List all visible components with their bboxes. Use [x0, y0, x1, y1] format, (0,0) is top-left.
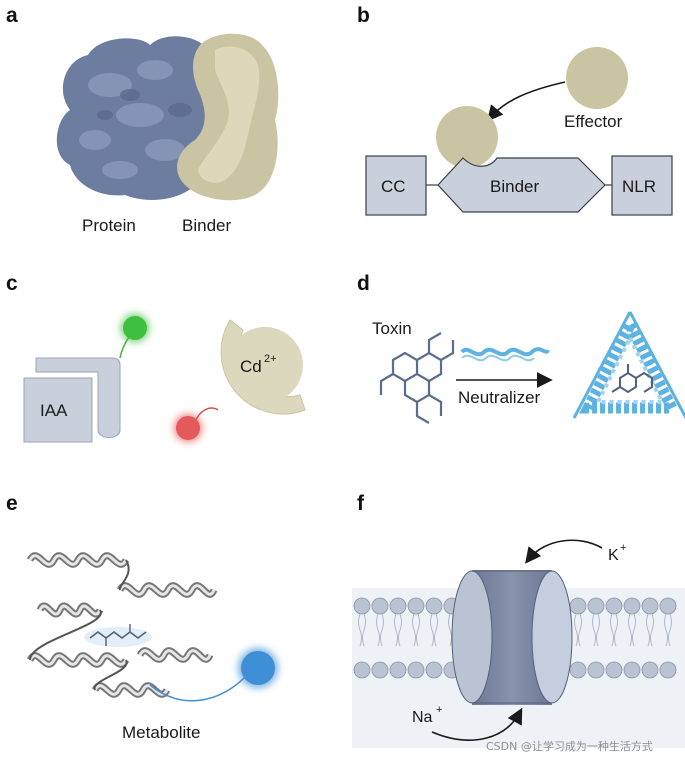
label-nlr: NLR [622, 177, 656, 196]
lipid-tail [430, 613, 438, 647]
lipid-head [407, 597, 425, 615]
panel-letter-a: a [6, 4, 18, 27]
lipid-head [371, 661, 389, 679]
label-cd-charge: 2+ [264, 353, 277, 365]
lipid-tail [610, 613, 618, 647]
lipid-head [623, 661, 641, 679]
lipid-head [569, 661, 587, 679]
blue-fluorophore [241, 651, 275, 685]
lipid-tail [628, 613, 636, 647]
panel-letter-d: d [357, 272, 370, 295]
lipid-tail [358, 613, 366, 647]
na-arrow [431, 707, 523, 741]
panel-c: c IAA Cd 2+ [6, 272, 306, 443]
lipid-head [587, 661, 605, 679]
metabolite-molecule [84, 624, 152, 647]
nlr-box [611, 155, 673, 216]
lipid-head [389, 661, 407, 679]
panel-letter-c: c [6, 272, 18, 295]
binder-hexagon [437, 157, 606, 213]
effector-arrow [486, 81, 566, 122]
toxin-molecule [379, 332, 455, 424]
neutralizer-helix [460, 347, 550, 357]
iaa-box [23, 377, 93, 443]
neutralizer-complex [572, 311, 685, 419]
lipid-tail [664, 613, 672, 647]
lipid-head [587, 597, 605, 615]
label-binder-b: Binder [490, 177, 539, 196]
label-protein: Protein [82, 216, 136, 235]
label-na: Na [412, 709, 433, 726]
lipid-head [605, 597, 623, 615]
lipid-head [569, 597, 587, 615]
lipid-head [425, 597, 443, 615]
lipid-head [353, 597, 371, 615]
panel-b: b Effector CC Binder NLR [357, 4, 673, 216]
lipid-tail [376, 613, 384, 647]
lipid-head [623, 597, 641, 615]
lipid-head [659, 661, 677, 679]
lipid-head [425, 661, 443, 679]
panel-letter-e: e [6, 492, 18, 515]
panel-d: d Toxin Neutralizer [357, 272, 685, 424]
panel-a: a Protein Binder [6, 4, 279, 235]
k-arrow [525, 539, 603, 564]
label-binder: Binder [182, 216, 231, 235]
lipid-head [407, 661, 425, 679]
ion-channel [451, 570, 573, 705]
lipid-tail [592, 613, 600, 647]
effector-bound-circle [436, 106, 498, 168]
label-na-charge: + [436, 704, 442, 716]
lipid-tail [646, 613, 654, 647]
lipid-head [389, 597, 407, 615]
label-metabolite: Metabolite [122, 723, 200, 742]
lipid-tail [394, 613, 402, 647]
panel-e: e Metabolite [6, 492, 278, 742]
lipid-head [353, 661, 371, 679]
effector-circle [566, 47, 628, 109]
label-neutralizer: Neutralizer [458, 388, 541, 407]
label-k-charge: + [620, 542, 626, 554]
label-toxin: Toxin [372, 319, 412, 338]
label-cd: Cd [240, 357, 262, 376]
protein-helices [26, 552, 218, 698]
panel-f: f K + Na + [352, 492, 685, 748]
green-fluorophore [123, 316, 147, 340]
lipid-head [605, 661, 623, 679]
lipid-tail [412, 613, 420, 647]
panel-letter-f: f [357, 492, 365, 515]
binder-shape [177, 33, 279, 201]
cd-ion [227, 327, 303, 403]
lipid-head [641, 661, 659, 679]
lipid-head [659, 597, 677, 615]
label-cc: CC [381, 177, 406, 196]
label-iaa: IAA [40, 401, 68, 420]
red-fluorophore [176, 416, 200, 440]
lipid-head [641, 597, 659, 615]
watermark: CSDN @让学习成为一种生活方式 [486, 739, 653, 753]
panel-letter-b: b [357, 4, 370, 27]
iaa-sensor-arm [35, 357, 121, 438]
label-effector: Effector [564, 112, 623, 131]
lipid-head [371, 597, 389, 615]
label-k: K [608, 547, 619, 564]
lipid-tail [574, 613, 582, 647]
